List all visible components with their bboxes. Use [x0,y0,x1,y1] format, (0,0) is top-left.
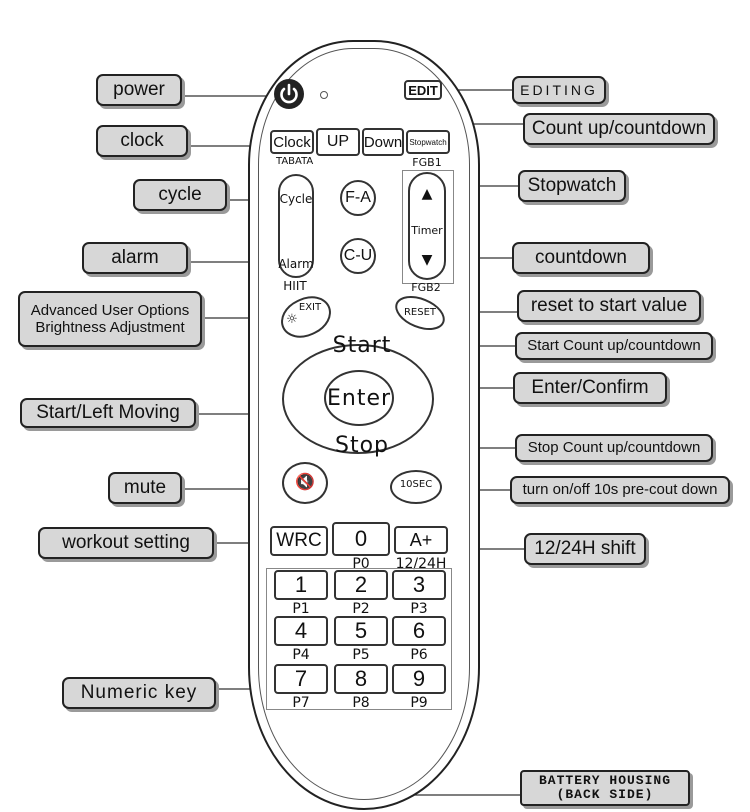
battery-line-2: (BACK SIDE) [556,787,654,802]
callout-start-count: Start Count up/countdown [515,332,713,360]
enter-button[interactable]: Enter [324,370,394,426]
p7-label: P7 [292,695,310,711]
numeric-keypad-frame [266,568,452,710]
key-1[interactable]: 1 [274,570,328,600]
callout-start-left: Start/Left Moving [20,398,196,428]
down-button[interactable]: Down [362,128,404,156]
timer-frame [402,170,454,284]
exit-label: EXIT [298,302,322,313]
cycle-alarm-rocker[interactable] [278,174,314,278]
callout-clock: clock [96,125,188,157]
fgb2-label: FGB2 [411,281,441,294]
fgb1-label: FGB1 [412,156,442,169]
power-icon [274,79,304,109]
key-9[interactable]: 9 [392,664,446,694]
callout-numeric: Numeric key [62,677,216,709]
callout-12-24h-shift: 12/24H shift [524,533,646,565]
p6-label: P6 [410,647,428,663]
callout-advanced-options: Advanced User Options Brightness Adjustm… [18,291,202,347]
key-5-label: 5 [354,618,368,643]
key-2[interactable]: 2 [334,570,388,600]
10sec-label: 10SEC [399,479,433,490]
mute-icon: 🔇 [295,472,315,491]
battery-line-1: BATTERY HOUSING [538,772,672,788]
key-8-label: 8 [354,666,368,691]
callout-workout: workout setting [38,527,214,559]
timer-rocker[interactable] [408,172,446,280]
key-5[interactable]: 5 [334,616,388,646]
p9-label: P9 [410,695,428,711]
callout-power: power [96,74,182,106]
callout-enter-confirm: Enter/Confirm [513,372,667,404]
mute-button[interactable] [282,462,328,504]
key-6[interactable]: 6 [392,616,446,646]
p2-label: P2 [352,601,370,617]
advanced-line-1: Advanced User Options [30,301,190,319]
advanced-line-2: Brightness Adjustment [35,319,185,336]
key-3[interactable]: 3 [392,570,446,600]
up-button[interactable]: UP [316,128,360,156]
key-2-label: 2 [354,572,368,597]
callout-10sec: turn on/off 10s pre-cout down [510,476,730,504]
tabata-label: TABATA [276,156,314,167]
key-0-label: 0 [354,526,368,551]
callout-reset: reset to start value [517,290,701,322]
stopwatch-button[interactable]: Stopwatch [406,130,450,154]
power-button[interactable] [273,78,305,110]
key-7[interactable]: 7 [274,664,328,694]
wrc-button[interactable]: WRC [270,526,328,556]
key-6-label: 6 [412,618,426,643]
callout-editing: EDITING [512,76,606,104]
callout-alarm: alarm [82,242,188,274]
reset-label: RESET [403,307,437,318]
key-4-label: 4 [294,618,308,643]
p1-label: P1 [292,601,310,617]
timer-label: Timer [411,224,443,237]
hiit-label: HIIT [283,279,307,293]
down-arrow-icon: ▼ [421,252,433,268]
indicator-led [320,91,328,99]
stop-label: Stop [334,433,389,458]
p5-label: P5 [352,647,370,663]
enter-label: Enter [326,385,392,411]
p3-label: P3 [410,601,428,617]
key-7-label: 7 [294,666,308,691]
callout-cycle: cycle [133,179,227,211]
up-arrow-icon: ▲ [421,186,433,202]
sun-icon: ☼ [286,312,298,327]
callout-battery: BATTERY HOUSING (BACK SIDE) [520,770,690,806]
alarm-key-label: Alarm [278,257,314,271]
c-u-button[interactable]: C-U [340,238,376,274]
start-label: Start [332,333,392,358]
callout-count-updown: Count up/countdown [523,113,715,145]
key-4[interactable]: 4 [274,616,328,646]
callout-mute: mute [108,472,182,504]
10sec-button[interactable] [390,470,442,504]
f-a-button[interactable]: F-A [340,180,376,216]
key-3-label: 3 [412,572,426,597]
edit-button[interactable]: EDIT [404,80,442,100]
a-plus-button[interactable]: A+ [394,526,448,554]
key-8[interactable]: 8 [334,664,388,694]
cycle-key-label: Cycle [279,192,313,206]
clock-button[interactable]: Clock [270,130,314,154]
key-0[interactable]: 0 [332,522,390,556]
key-1-label: 1 [294,572,308,597]
key-9-label: 9 [412,666,426,691]
p4-label: P4 [292,647,310,663]
callout-countdown: countdown [512,242,650,274]
remote-body-inner-edge [258,48,470,800]
callout-stopwatch: Stopwatch [518,170,626,202]
callout-stop-count: Stop Count up/countdown [515,434,713,462]
p8-label: P8 [352,695,370,711]
